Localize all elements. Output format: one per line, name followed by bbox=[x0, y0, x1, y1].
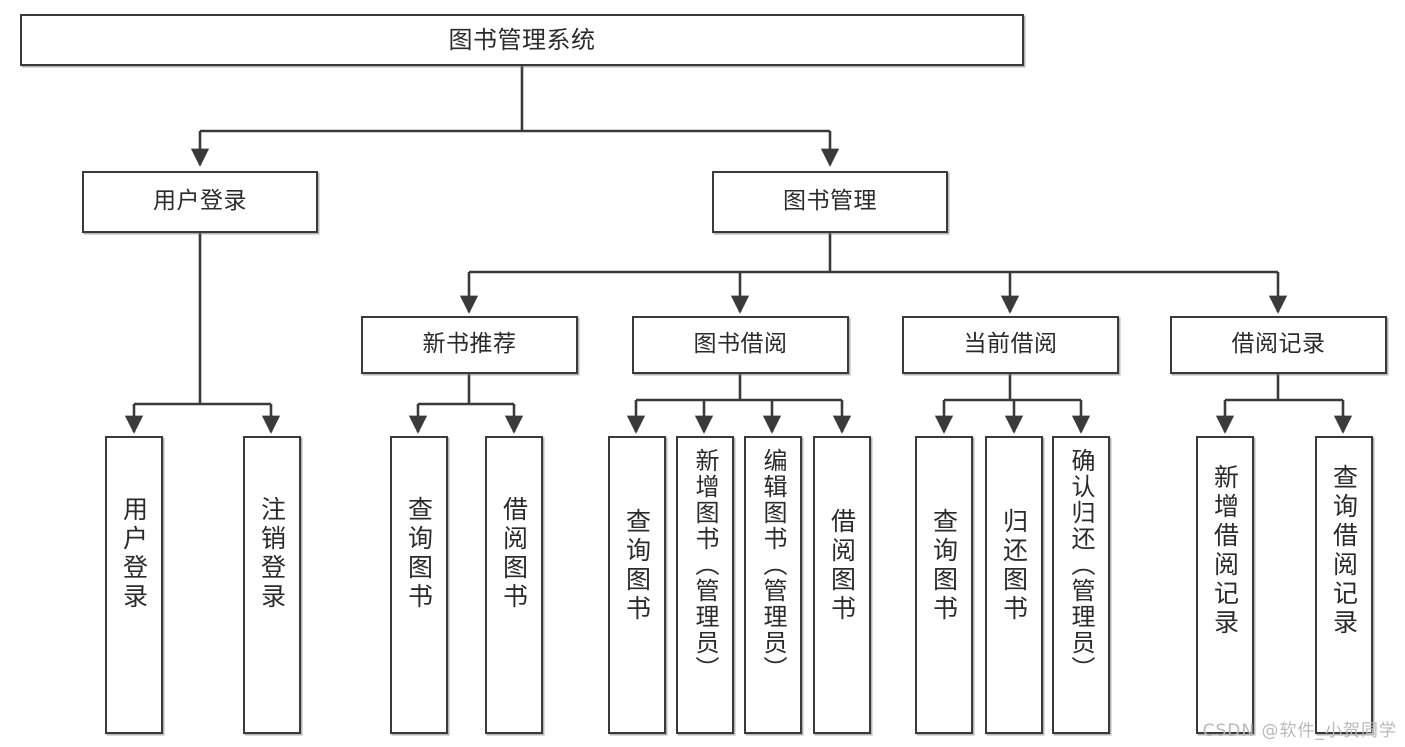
node-borrow-record[interactable]: 借阅记录 bbox=[1170, 316, 1387, 374]
leaf-borrow-borrow-book[interactable]: 借阅图书 bbox=[813, 436, 871, 734]
leaf-user-login-login[interactable]: 用户登录 bbox=[105, 436, 163, 734]
node-label: 借阅图书 bbox=[499, 496, 529, 612]
node-root-system[interactable]: 图书管理系统 bbox=[20, 14, 1024, 66]
node-label: 新书推荐 bbox=[422, 331, 517, 358]
leaf-record-add-record[interactable]: 新增借阅记录 bbox=[1196, 436, 1254, 734]
node-label: 图书借阅 bbox=[693, 331, 788, 358]
leaf-borrow-query-book[interactable]: 查询图书 bbox=[608, 436, 666, 734]
node-label: 确认归还（管理员） bbox=[1067, 448, 1095, 682]
node-label: 编辑图书（管理员） bbox=[759, 448, 787, 682]
node-label: 用户登录 bbox=[153, 188, 247, 215]
node-label: 归还图书 bbox=[999, 508, 1029, 624]
node-new-book-recommend[interactable]: 新书推荐 bbox=[361, 316, 578, 374]
node-label: 查询图书 bbox=[404, 496, 434, 612]
leaf-borrow-add-book-admin[interactable]: 新增图书（管理员） bbox=[676, 436, 734, 734]
node-current-borrow[interactable]: 当前借阅 bbox=[902, 316, 1119, 374]
node-label: 新增借阅记录 bbox=[1210, 464, 1240, 638]
watermark-text: CSDN @软件_小贺同学 bbox=[1202, 721, 1397, 741]
leaf-current-confirm-return-admin[interactable]: 确认归还（管理员） bbox=[1052, 436, 1110, 734]
leaf-recommend-borrow-book[interactable]: 借阅图书 bbox=[485, 436, 543, 734]
node-label: 借阅图书 bbox=[827, 508, 857, 624]
node-label: 查询借阅记录 bbox=[1329, 464, 1359, 638]
node-label: 查询图书 bbox=[622, 508, 652, 624]
node-label: 查询图书 bbox=[929, 508, 959, 624]
leaf-current-query-book[interactable]: 查询图书 bbox=[915, 436, 973, 734]
node-label: 借阅记录 bbox=[1231, 331, 1326, 358]
leaf-record-query-record[interactable]: 查询借阅记录 bbox=[1315, 436, 1373, 734]
node-label: 当前借阅 bbox=[963, 331, 1058, 358]
node-label: 用户登录 bbox=[119, 496, 149, 612]
node-label: 图书管理系统 bbox=[448, 25, 596, 54]
node-label: 注销登录 bbox=[257, 496, 287, 612]
node-user-login[interactable]: 用户登录 bbox=[82, 171, 318, 233]
leaf-borrow-edit-book-admin[interactable]: 编辑图书（管理员） bbox=[744, 436, 802, 734]
node-label: 新增图书（管理员） bbox=[691, 448, 719, 682]
node-label: 图书管理 bbox=[783, 188, 877, 215]
leaf-current-return-book[interactable]: 归还图书 bbox=[985, 436, 1043, 734]
leaf-recommend-query-book[interactable]: 查询图书 bbox=[390, 436, 448, 734]
leaf-user-login-logout[interactable]: 注销登录 bbox=[243, 436, 301, 734]
node-book-borrow[interactable]: 图书借阅 bbox=[632, 316, 849, 374]
node-book-management[interactable]: 图书管理 bbox=[712, 171, 948, 233]
